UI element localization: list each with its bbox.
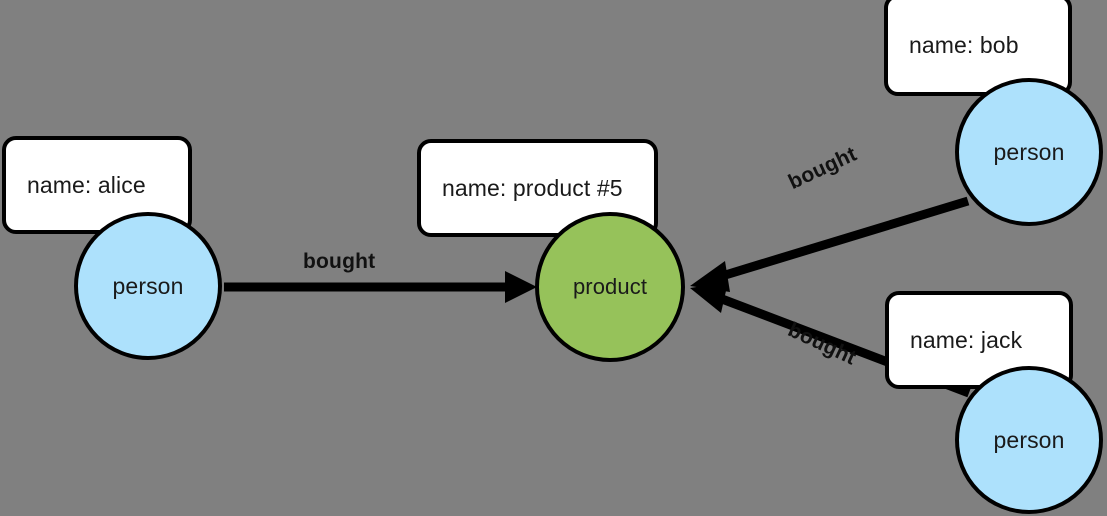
tooltip-alice-text: name: alice (27, 171, 146, 198)
edge-alice-product[interactable] (224, 271, 537, 303)
edge-bob-product[interactable] (690, 196, 970, 292)
node-alice-label: person (112, 272, 184, 299)
node-product5[interactable]: product (535, 212, 685, 362)
node-alice[interactable]: person (74, 212, 222, 360)
node-bob[interactable]: person (955, 78, 1103, 226)
tooltip-bob-text: name: bob (909, 31, 1019, 58)
node-jack-label: person (993, 426, 1065, 453)
edge-label-alice-product: bought (303, 250, 376, 273)
arrowhead-jack-product (690, 282, 728, 313)
edge-line-bob-product (720, 196, 970, 281)
tooltip-alice: name: alice (2, 136, 192, 234)
node-jack[interactable]: person (955, 366, 1103, 514)
tooltip-jack-text: name: jack (910, 326, 1023, 353)
tooltip-product5-text: name: product #5 (442, 174, 623, 201)
node-bob-label: person (993, 138, 1065, 165)
node-product5-label: product (572, 274, 648, 299)
arrowhead-alice-product (505, 271, 537, 303)
